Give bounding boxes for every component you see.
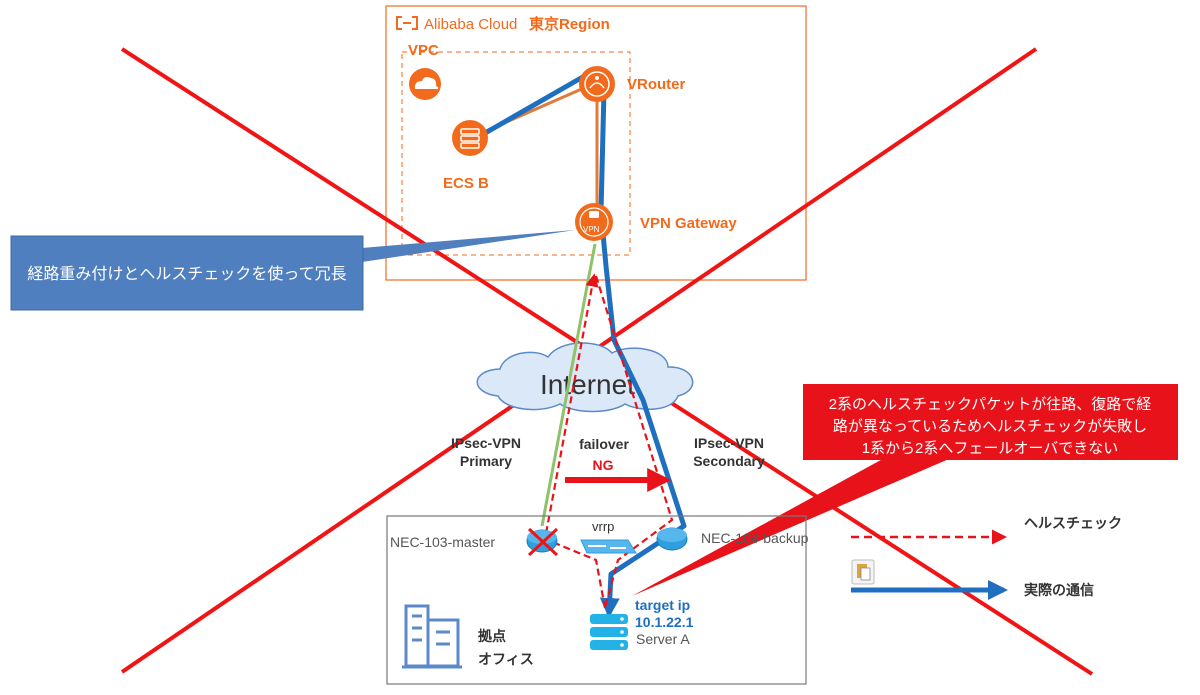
primary-label-line2: Primary xyxy=(460,453,512,469)
failure-x-icon xyxy=(527,527,559,557)
target-ip: 10.1.22.1 xyxy=(635,614,694,630)
failure-line2: 路が異なっているためヘルスチェックが失敗し xyxy=(833,418,1147,435)
primary-label-line1: IPsec-VPN xyxy=(451,435,521,451)
vrouter-label: VRouter xyxy=(627,76,686,93)
vpn-gateway-label: VPN Gateway xyxy=(640,215,737,232)
failure-line1: 2系のヘルスチェックパケットが往路、復路で経 xyxy=(829,396,1152,413)
backup-label: NEC-104-backup xyxy=(701,530,809,546)
ecs-server-icon[interactable] xyxy=(452,120,488,156)
legend-traffic-label: 実際の通信 xyxy=(1024,582,1094,598)
healthcheck-path-right xyxy=(594,275,674,609)
backup-router-icon[interactable] xyxy=(656,527,688,551)
site-label-line1: 拠点 xyxy=(478,628,506,644)
healthcheck-path-left xyxy=(543,273,607,609)
internet-label: Internet xyxy=(540,369,635,400)
office-box xyxy=(386,515,807,685)
master-label: NEC-103-master xyxy=(390,534,495,550)
legend-healthcheck-label: ヘルスチェック xyxy=(1024,515,1122,531)
clipboard-icon[interactable] xyxy=(851,559,875,585)
vpc-cloud-icon xyxy=(409,68,441,100)
redundancy-callout-pointer xyxy=(362,230,575,262)
failure-callout-pointer xyxy=(632,455,958,596)
vrrp-label: vrrp xyxy=(592,519,614,534)
primary-tunnel-line xyxy=(540,243,597,527)
server-a-icon[interactable] xyxy=(590,614,628,650)
site-label-line2: オフィス xyxy=(478,651,534,667)
vrrp-switch-icon[interactable] xyxy=(580,539,637,554)
vrouter-icon[interactable] xyxy=(579,66,615,102)
failure-callout-box xyxy=(803,384,1178,460)
failover-label: failover xyxy=(579,436,629,452)
brand-label: Alibaba Cloud xyxy=(424,16,517,33)
region-label: 東京Region xyxy=(529,15,610,33)
vpc-label: VPC xyxy=(408,42,439,59)
vpn-icon-text: VPN xyxy=(583,225,600,234)
server-label: Server A xyxy=(636,631,690,647)
target-label: target ip xyxy=(635,597,690,613)
alibaba-logo-icon xyxy=(396,16,418,30)
vpn-gateway-icon[interactable] xyxy=(575,203,613,241)
office-building-icon xyxy=(402,604,462,669)
redundancy-callout-box xyxy=(10,235,364,311)
failure-line3: 1系から2系へフェールオーバできない xyxy=(862,440,1119,457)
secondary-label-line1: IPsec-VPN xyxy=(694,435,764,451)
vpc-box xyxy=(401,51,631,256)
failover-result: NG xyxy=(593,457,614,473)
redundancy-callout-text: 経路重み付けとヘルスチェックを使って冗長 xyxy=(27,265,346,283)
ecs-label: ECS B xyxy=(443,175,489,192)
secondary-label-line2: Secondary xyxy=(693,453,765,469)
